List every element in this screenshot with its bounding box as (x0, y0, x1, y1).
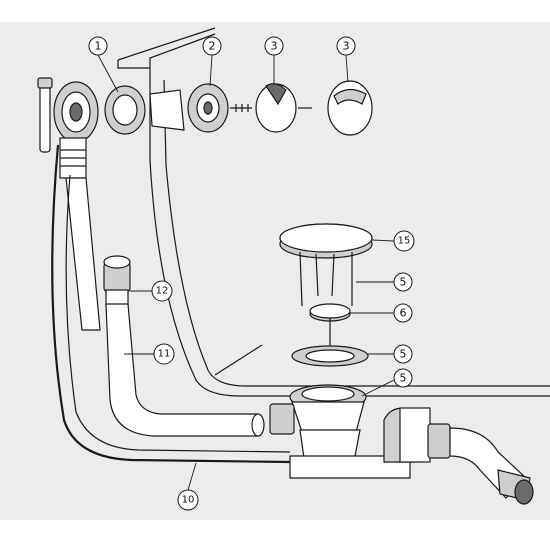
vertical-flex-hose (65, 177, 101, 331)
callout-3-a: 3 (264, 36, 284, 56)
callout-3-a-label: 3 (271, 40, 278, 53)
part-3-knob-a (255, 83, 312, 133)
part-15-plug-cap (279, 223, 373, 259)
callout-5-c-label: 5 (400, 372, 407, 385)
callout-3-b: 3 (336, 36, 356, 56)
connector-12 (103, 255, 131, 307)
callout-12: 12 (151, 280, 173, 302)
part-1-ring (104, 85, 146, 135)
callout-6: 6 (393, 303, 413, 323)
part-2-flange (149, 83, 252, 133)
callout-15: 15 (393, 230, 415, 252)
outlet-elbow (449, 427, 534, 505)
callout-1-label: 1 (95, 40, 102, 53)
part-5-washer (291, 345, 369, 367)
overflow-hose-11 (105, 303, 265, 437)
callout-11: 11 (153, 343, 175, 365)
callout-3-b-label: 3 (343, 40, 350, 53)
callout-2: 2 (202, 36, 222, 56)
callout-2-label: 2 (209, 40, 216, 53)
callout-5-b: 5 (393, 344, 413, 364)
callout-5-c: 5 (393, 368, 413, 388)
part-6-seal (309, 303, 351, 348)
callout-10: 10 (177, 489, 199, 511)
lever-assembly (37, 77, 99, 179)
part-3-knob-b (327, 80, 373, 136)
callout-12-label: 12 (156, 286, 169, 297)
bathtub-wall (117, 27, 550, 397)
part-5-pins (299, 251, 353, 307)
callout-5-a-label: 5 (400, 276, 407, 289)
callout-1: 1 (88, 36, 108, 56)
callout-6-label: 6 (400, 307, 407, 320)
callout-5-b-label: 5 (400, 348, 407, 361)
leader-lines (97, 54, 395, 491)
bowden-cable-10 (51, 144, 291, 464)
callout-5-a: 5 (393, 272, 413, 292)
callout-15-label: 15 (398, 236, 411, 247)
callout-11-label: 11 (158, 349, 171, 360)
callout-10-label: 10 (182, 495, 195, 506)
